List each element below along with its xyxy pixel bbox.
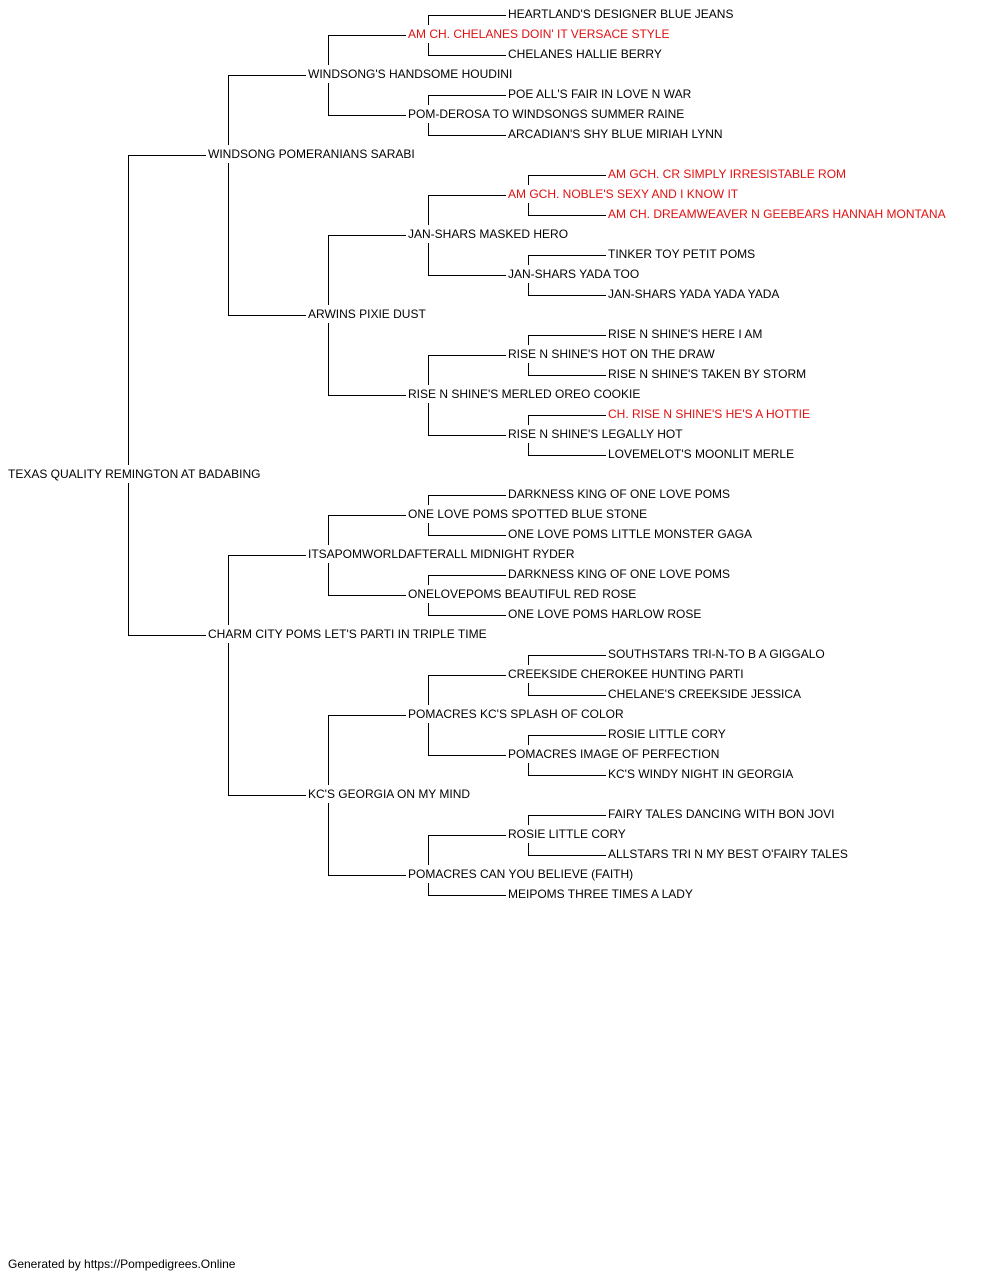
ancestor-name-root-sire-sire-dam: POM-DEROSA TO WINDSONGS SUMMER RAINE (408, 107, 687, 121)
ancestor-name-root-sire-sire-sire-dam: CHELANES HALLIE BERRY (508, 47, 664, 61)
ancestor-name-root-sire-sire-dam-sire: POE ALL'S FAIR IN LOVE N WAR (508, 87, 694, 101)
generated-by-footer: Generated by https://Pompedigrees.Online (8, 1257, 236, 1271)
ancestor-name-root-dam-sire: ITSAPOMWORLDAFTERALL MIDNIGHT RYDER (308, 547, 577, 561)
ancestor-name-root-sire-dam-sire: JAN-SHARS MASKED HERO (408, 227, 571, 241)
ancestor-name-root-sire-dam-sire-dam: JAN-SHARS YADA TOO (508, 267, 642, 281)
ancestor-name-root-dam-dam-sire-dam-dam: KC'S WINDY NIGHT IN GEORGIA (608, 767, 796, 781)
ancestor-name-root-dam-dam-sire: POMACRES KC'S SPLASH OF COLOR (408, 707, 626, 721)
ancestor-name-root-sire-dam-dam-dam: RISE N SHINE'S LEGALLY HOT (508, 427, 685, 441)
ancestor-name-root-dam-dam-sire-dam-sire: ROSIE LITTLE CORY (608, 727, 728, 741)
ancestor-name-root-sire-dam-dam-sire: RISE N SHINE'S HOT ON THE DRAW (508, 347, 717, 361)
ancestor-name-root-sire-dam-sire-sire: AM GCH. NOBLE'S SEXY AND I KNOW IT (508, 187, 741, 201)
ancestor-name-root-sire-sire: WINDSONG'S HANDSOME HOUDINI (308, 67, 515, 81)
ancestor-name-root-dam-dam-sire-sire: CREEKSIDE CHEROKEE HUNTING PARTI (508, 667, 746, 681)
ancestor-name-root-dam-dam-sire-sire-dam: CHELANE'S CREEKSIDE JESSICA (608, 687, 804, 701)
ancestor-name-root-dam-dam-dam-sire-sire: FAIRY TALES DANCING WITH BON JOVI (608, 807, 837, 821)
ancestor-name-root-dam-dam-dam-sire: ROSIE LITTLE CORY (508, 827, 628, 841)
ancestor-name-root-dam-dam-sire-dam: POMACRES IMAGE OF PERFECTION (508, 747, 722, 761)
ancestor-name-root-sire-dam-dam-sire-dam: RISE N SHINE'S TAKEN BY STORM (608, 367, 809, 381)
ancestor-name-root-sire-sire-sire-sire: HEARTLAND'S DESIGNER BLUE JEANS (508, 7, 736, 21)
ancestor-name-root-dam-dam: KC'S GEORGIA ON MY MIND (308, 787, 473, 801)
ancestor-name-root-sire-dam-sire-sire-dam: AM CH. DREAMWEAVER N GEEBEARS HANNAH MON… (608, 207, 948, 221)
ancestor-name-root-sire-sire-dam-dam: ARCADIAN'S SHY BLUE MIRIAH LYNN (508, 127, 725, 141)
ancestor-name-root-dam-dam-sire-sire-sire: SOUTHSTARS TRI-N-TO B A GIGGALO (608, 647, 827, 661)
ancestor-name-root-sire-dam: ARWINS PIXIE DUST (308, 307, 428, 321)
ancestor-name-root-dam: CHARM CITY POMS LET'S PARTI IN TRIPLE TI… (208, 627, 489, 641)
ancestor-name-root-sire-dam-dam-dam-dam: LOVEMELOT'S MOONLIT MERLE (608, 447, 797, 461)
ancestor-name-root-dam-dam-dam: POMACRES CAN YOU BELIEVE (FAITH) (408, 867, 636, 881)
ancestor-name-root-sire-dam-dam-dam-sire: CH. RISE N SHINE'S HE'S A HOTTIE (608, 407, 812, 421)
ancestor-name-root-sire: WINDSONG POMERANIANS SARABI (208, 147, 417, 161)
ancestor-name-root-dam-sire-dam-sire: DARKNESS KING OF ONE LOVE POMS (508, 567, 733, 581)
ancestor-name-root-dam-dam-dam-sire-dam: ALLSTARS TRI N MY BEST O'FAIRY TALES (608, 847, 850, 861)
ancestor-name-root-sire-dam-sire-sire-sire: AM GCH. CR SIMPLY IRRESISTABLE ROM (608, 167, 849, 181)
ancestor-name-root-dam-sire-sire: ONE LOVE POMS SPOTTED BLUE STONE (408, 507, 650, 521)
ancestor-name-root-sire-dam-sire-dam-dam: JAN-SHARS YADA YADA YADA (608, 287, 782, 301)
ancestor-name-root-sire-sire-sire: AM CH. CHELANES DOIN' IT VERSACE STYLE (408, 27, 672, 41)
subject-dog-name: TEXAS QUALITY REMINGTON AT BADABING (8, 467, 263, 481)
ancestor-name-root-dam-sire-sire-dam: ONE LOVE POMS LITTLE MONSTER GAGA (508, 527, 755, 541)
ancestor-name-root-dam-sire-dam-dam: ONE LOVE POMS HARLOW ROSE (508, 607, 704, 621)
ancestor-name-root-sire-dam-dam: RISE N SHINE'S MERLED OREO COOKIE (408, 387, 643, 401)
ancestor-name-root-sire-dam-sire-dam-sire: TINKER TOY PETIT POMS (608, 247, 758, 261)
ancestor-name-root-dam-dam-dam-dam: MEIPOMS THREE TIMES A LADY (508, 887, 695, 901)
ancestor-name-root-dam-sire-dam: ONELOVEPOMS BEAUTIFUL RED ROSE (408, 587, 639, 601)
ancestor-name-root-sire-dam-dam-sire-sire: RISE N SHINE'S HERE I AM (608, 327, 765, 341)
ancestor-name-root-dam-sire-sire-sire: DARKNESS KING OF ONE LOVE POMS (508, 487, 733, 501)
